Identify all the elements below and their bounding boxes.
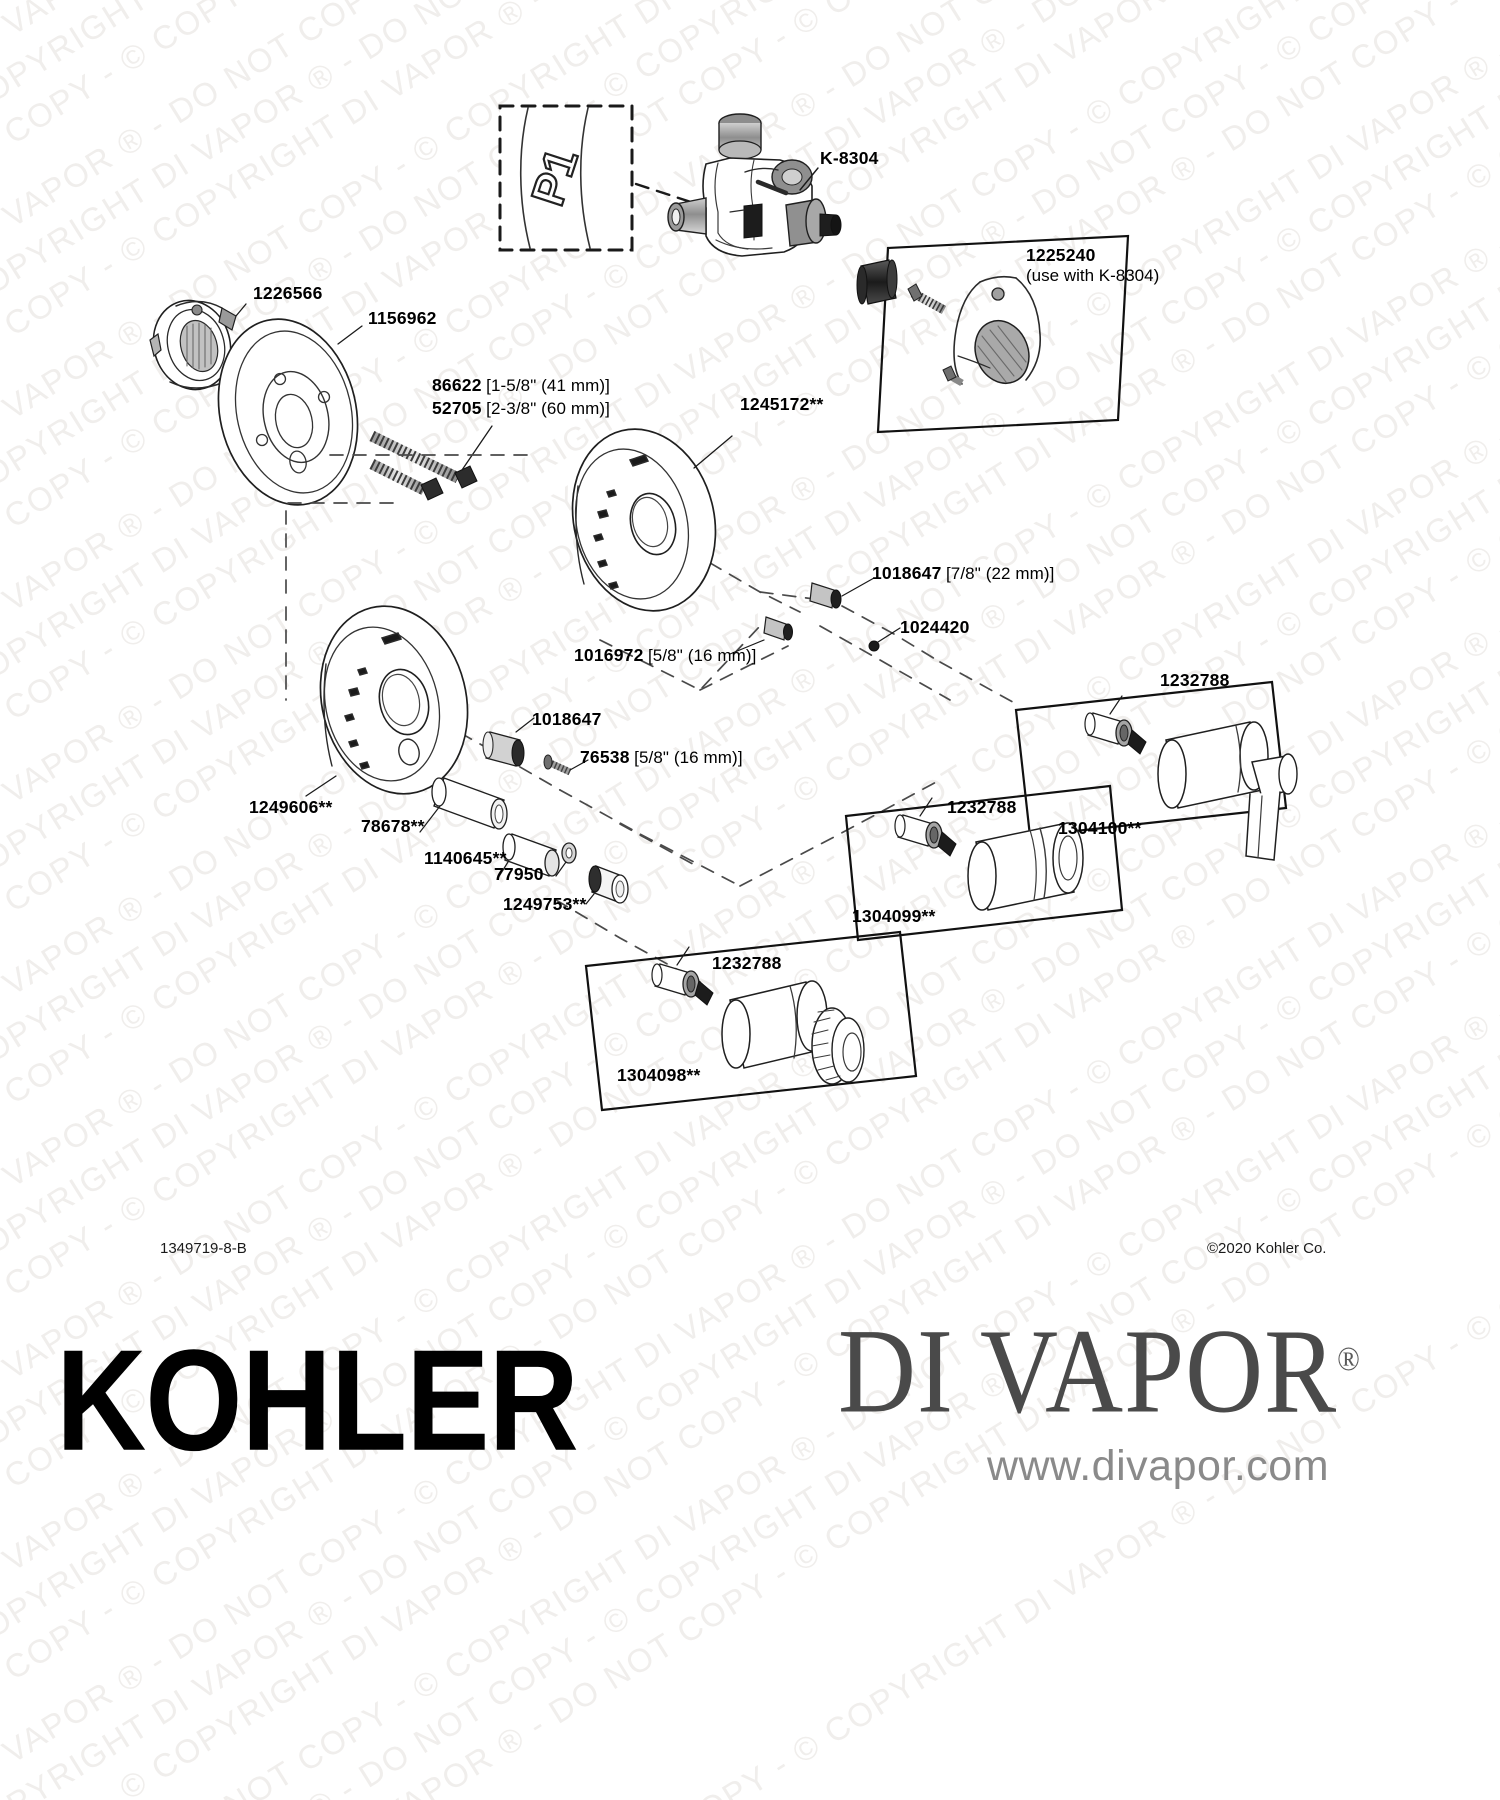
escutcheon-upper-1245172 xyxy=(571,428,733,612)
label-trim-sleeve-kit-number: 1225240 xyxy=(1026,245,1096,265)
label-cap-1249753: 1249753** xyxy=(503,894,587,914)
label-screw-76538: 76538 [5/8" (16 mm)] xyxy=(580,747,743,769)
handle-group-1304099 xyxy=(844,784,1124,942)
label-escutcheon-lower: 1249606** xyxy=(249,797,333,817)
label-trim-sleeve-kit-note: (use with K-8304) xyxy=(1026,265,1160,285)
assembly-axis-lines xyxy=(285,454,1021,983)
label-screw-short-number: 86622 xyxy=(432,375,482,395)
label-screw-22mm: 1018647 [7/8" (22 mm)] xyxy=(872,563,1055,585)
kohler-logo: KOHLER xyxy=(56,1320,579,1482)
label-screw-16mm-dim: [5/8" (16 mm)] xyxy=(647,646,757,665)
label-trim-sleeve-kit: 1225240 (use with K-8304) xyxy=(1026,245,1159,286)
label-handle-cyl: 1304099** xyxy=(852,906,936,926)
label-screw-long-number: 52705 xyxy=(432,398,482,418)
label-gasket: 1156962 xyxy=(368,308,437,328)
label-handle-screw-b: 1232788 xyxy=(947,797,1017,817)
document-code: 1349719-8-B xyxy=(160,1240,247,1257)
p1-detail-callout: P1 xyxy=(498,104,702,252)
valve-body-k8304 xyxy=(667,113,842,257)
label-handle-knurled: 1304098** xyxy=(617,1065,701,1085)
label-adapter-1140645: 1140645** xyxy=(424,848,507,868)
mounting-screws xyxy=(369,425,493,501)
copyright-notice: ©2020 Kohler Co. xyxy=(1207,1240,1327,1257)
label-bonnet: 1226566 xyxy=(253,283,323,303)
bonnet-1226566 xyxy=(149,299,247,391)
label-screw-short-dim: [1-5/8" (41 mm)] xyxy=(486,376,610,395)
label-screw-long: 52705 [2-3/8" (60 mm)] xyxy=(432,398,610,420)
divapor-wordmark: DI VAPOR® xyxy=(838,1311,1478,1433)
trim-sleeve-kit-1225240 xyxy=(856,234,1130,434)
label-pin: 1024420 xyxy=(900,617,970,637)
label-handle-lever: 1304100** xyxy=(1058,818,1142,838)
label-screw-76538-number: 76538 xyxy=(580,747,630,767)
label-screw-16mm: 1016972 [5/8" (16 mm)] xyxy=(574,645,757,667)
label-washer-77950: 77950 xyxy=(494,864,544,884)
divapor-wordmark-text: DI VAPOR xyxy=(838,1305,1338,1439)
label-escutcheon-upper: 1245172** xyxy=(740,394,824,414)
label-handle-screw-c: 1232788 xyxy=(712,953,782,973)
label-screw-16mm-number: 1016972 xyxy=(574,645,644,665)
small-fasteners-group xyxy=(729,577,901,655)
handle-group-1304100 xyxy=(1014,680,1298,861)
label-screw-long-dim: [2-3/8" (60 mm)] xyxy=(486,399,610,418)
handle-hardware-stack xyxy=(419,717,629,905)
label-sleeve-78678: 78678** xyxy=(361,816,425,836)
label-screw-short: 86622 [1-5/8" (41 mm)] xyxy=(432,375,610,397)
gasket-1156962 xyxy=(217,318,363,506)
label-screw-22mm-dim: [7/8" (22 mm)] xyxy=(945,564,1055,583)
divapor-website-url: www.divapor.com xyxy=(986,1442,1330,1490)
label-screw-handle: 1018647 xyxy=(532,709,602,729)
label-screw-22mm-number: 1018647 xyxy=(872,563,942,583)
registered-trademark-icon: ® xyxy=(1337,1341,1361,1379)
escutcheon-lower-1249606 xyxy=(305,605,469,797)
exploded-parts-diagram: P1 xyxy=(149,104,1298,1112)
label-handle-screw-a: 1232788 xyxy=(1160,670,1230,690)
label-valve-body: K-8304 xyxy=(820,148,879,168)
handle-group-1304098 xyxy=(584,930,918,1112)
label-screw-76538-dim: [5/8" (16 mm)] xyxy=(634,748,743,767)
divapor-branding: DI VAPOR® www.divapor.com xyxy=(838,1311,1478,1491)
